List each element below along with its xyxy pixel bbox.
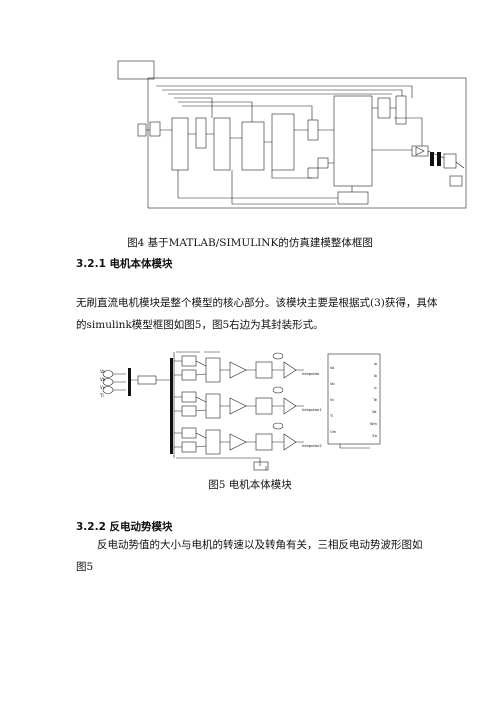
fig4-inverter-block [271, 113, 295, 171]
section-321-para-line1: 无刷直流电机模块是整个模型的核心部分。该模块主要是根据式(3)获得，具体 [76, 297, 438, 309]
section-321-para-line2: 的simulink模型框图如图5，图5右边为其封装形式。 [76, 319, 324, 331]
section-322-heading: 3.2.2 反电动势模块 [76, 521, 173, 533]
fig5-input-label: Vb [100, 377, 106, 382]
fig5-row-b [174, 386, 304, 419]
fig4-scope-block [395, 95, 407, 125]
fig4-bottom-block [337, 191, 369, 205]
fig4-scope2-block [443, 153, 457, 169]
fig5-input-label: Tl [100, 393, 104, 398]
fig5-masked-port-label: Vb [330, 382, 335, 386]
fig5-masked-port-label: Om [330, 430, 337, 434]
fig4-source-block [137, 123, 147, 137]
figure5-caption: 图5 电机本体模块 [208, 479, 292, 491]
figure4-diagram [112, 58, 472, 218]
fig5-masked-port-label: Vc [330, 398, 335, 402]
figure5-svg [102, 351, 381, 471]
figure5-diagram: Va Vb Vc Tl Integrator Integrator1 Integ… [100, 346, 400, 474]
fig4-motor-block [333, 95, 373, 187]
fig4-sign-block [317, 157, 329, 169]
fig5-integrator-label: Integrator1 [302, 408, 322, 412]
fig4-pwm-block [241, 121, 265, 171]
fig4-info-block [117, 60, 155, 80]
fig4-gain-triangle [415, 146, 425, 156]
figure4-svg [117, 60, 467, 209]
fig5-input-label: Va [100, 369, 105, 374]
fig4-sum-block [195, 117, 207, 149]
fig5-masked-block [327, 353, 381, 445]
fig4-gain-block [307, 119, 319, 141]
fig4-outer-border [147, 77, 467, 209]
fig4-mux-block [377, 97, 391, 119]
fig5-integrator-label: Integrator [302, 372, 320, 376]
fig5-masked-out-label: Ea [372, 434, 377, 438]
fig5-masked-port-label: Va [330, 366, 335, 370]
fig4-bus-bar [437, 152, 441, 166]
fig5-masked-out-label: ia [373, 362, 377, 366]
fig4-speed-controller [171, 117, 189, 171]
fig5-integrator-label: Integrator2 [302, 444, 322, 448]
fig4-current-controller [213, 117, 231, 171]
fig5-demux-bar [170, 358, 173, 454]
fig4-product-block [411, 145, 429, 157]
fig5-masked-out-label: Wm [370, 422, 377, 426]
section-322-para-line2: 图5 [76, 561, 94, 573]
fig5-masked-out-label: ic [373, 386, 377, 390]
figure4-caption: 图4 基于MATLAB/SIMULINK的仿真建模整体框图 [127, 237, 373, 249]
fig4-out-block [449, 175, 463, 187]
fig5-mux-bar [128, 368, 131, 396]
fig5-row-c [173, 352, 304, 471]
fig4-sum2-block [307, 167, 319, 179]
section-322-para-line1: 反电动势值的大小与电机的转速以及转角有关，三相反电动势波形图如 [97, 539, 423, 551]
fig5-row-a [174, 351, 304, 383]
fig5-masked-port-label: Tl [330, 414, 334, 418]
fig5-input-label: Vc [100, 385, 105, 390]
fig5-masked-out-label: Wr [372, 410, 377, 414]
fig4-step-block [149, 121, 161, 137]
section-321-heading: 3.2.1 电机本体模块 [76, 258, 173, 270]
fig5-masked-out-label: ib [373, 374, 377, 378]
fig5-masked-out-label: Te [373, 398, 377, 402]
fig4-demux-bar [430, 152, 434, 166]
